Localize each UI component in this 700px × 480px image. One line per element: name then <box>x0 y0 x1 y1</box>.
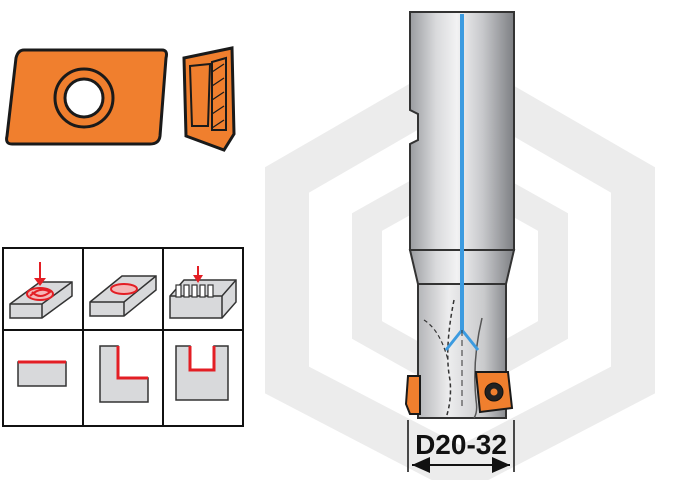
slot-milling-icon <box>169 266 237 319</box>
face-profile-icon <box>17 360 67 387</box>
pocket-milling-icon <box>89 275 157 317</box>
diameter-label: D20-32 <box>415 429 507 460</box>
insert-side-view-icon <box>182 46 236 152</box>
shoulder-profile-icon <box>99 345 149 403</box>
slot-profile-icon <box>175 345 229 401</box>
diameter-dimension: D20-32 <box>407 420 515 473</box>
end-mill-tool-icon <box>404 11 516 419</box>
helix-drilling-icon <box>9 262 73 319</box>
insert-top-view-icon <box>5 48 168 146</box>
